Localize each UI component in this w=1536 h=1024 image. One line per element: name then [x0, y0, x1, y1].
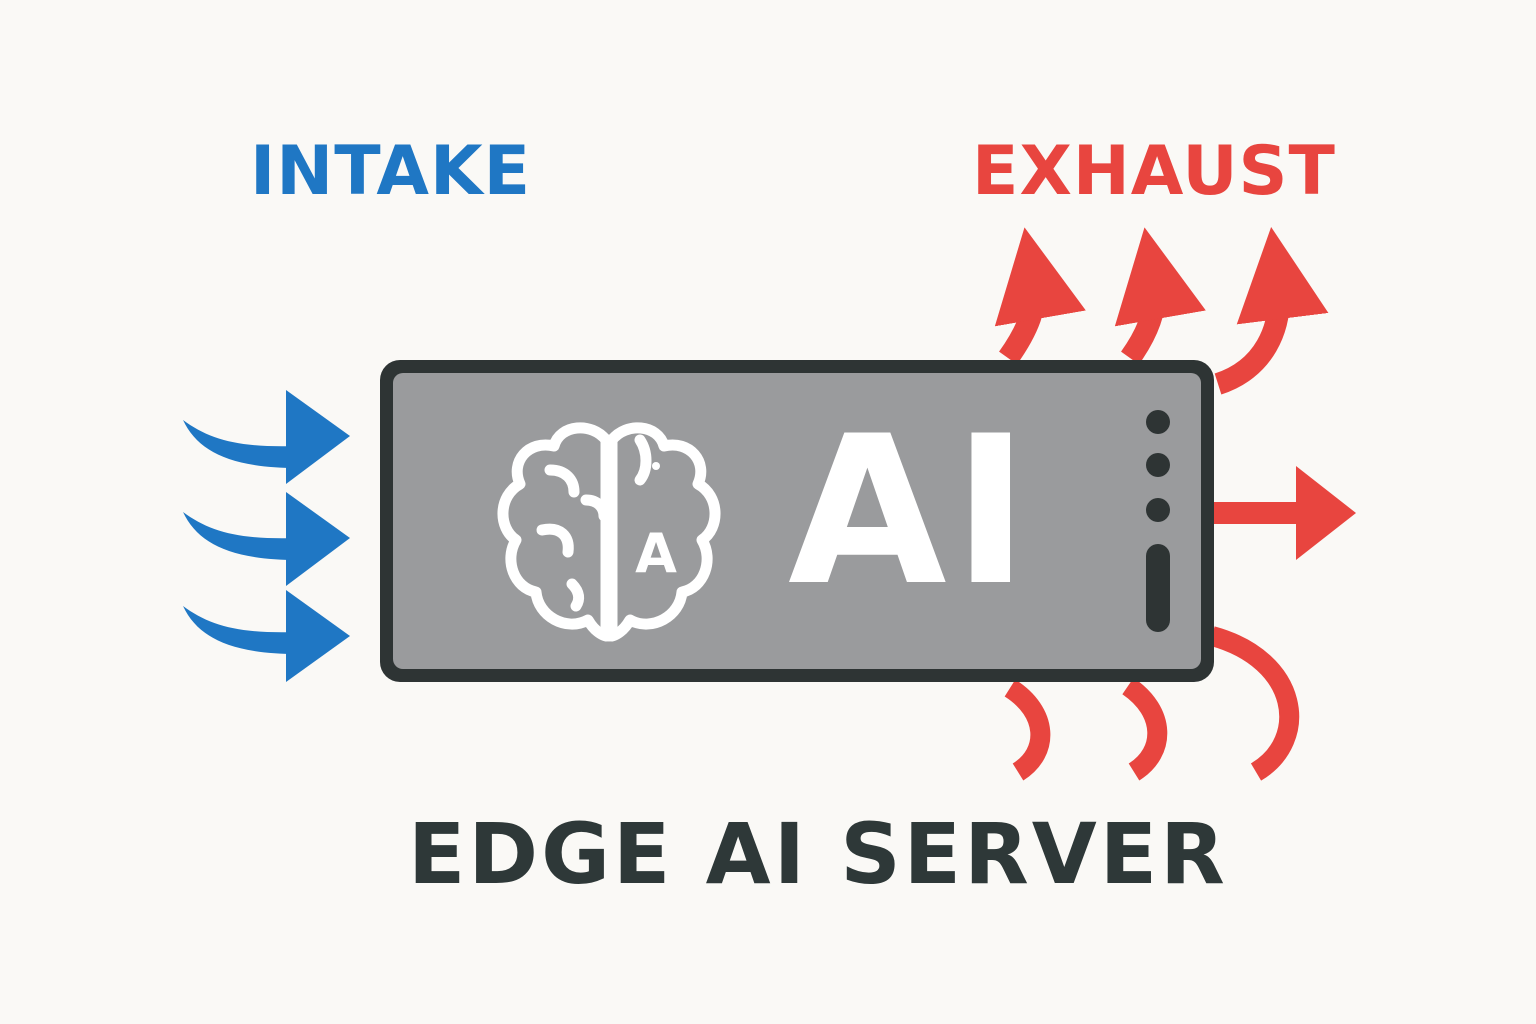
status-light	[1146, 498, 1170, 522]
exhaust-arrow-icon	[1214, 226, 1329, 395]
exhaust-arrows-top	[994, 226, 1329, 395]
drive-slot	[1146, 544, 1170, 632]
intake-arrow-icon	[183, 492, 350, 586]
exhaust-arrow-right	[1214, 466, 1356, 560]
brain-icon	[497, 422, 721, 642]
heat-wave-icon	[1121, 677, 1168, 781]
exhaust-arrow-icon	[994, 227, 1086, 365]
heat-wave-icon	[1209, 626, 1300, 781]
status-light	[1146, 453, 1170, 477]
status-light	[1146, 410, 1170, 434]
server-title: EDGE AI SERVER	[408, 805, 1228, 903]
server-ai-text: AI	[788, 393, 1035, 631]
intake-arrow-icon	[183, 590, 350, 682]
status-lights	[1146, 410, 1170, 522]
intake-label: INTAKE	[250, 132, 532, 211]
intake-arrows	[183, 390, 350, 682]
exhaust-arrow-icon	[1114, 227, 1206, 365]
heat-wave-icon	[1004, 679, 1051, 781]
exhaust-label: EXHAUST	[972, 132, 1336, 211]
server-chassis	[380, 360, 1214, 682]
exhaust-heat-waves-bottom	[1004, 626, 1300, 781]
brain-letter: A	[635, 522, 677, 585]
intake-arrow-icon	[183, 390, 350, 484]
